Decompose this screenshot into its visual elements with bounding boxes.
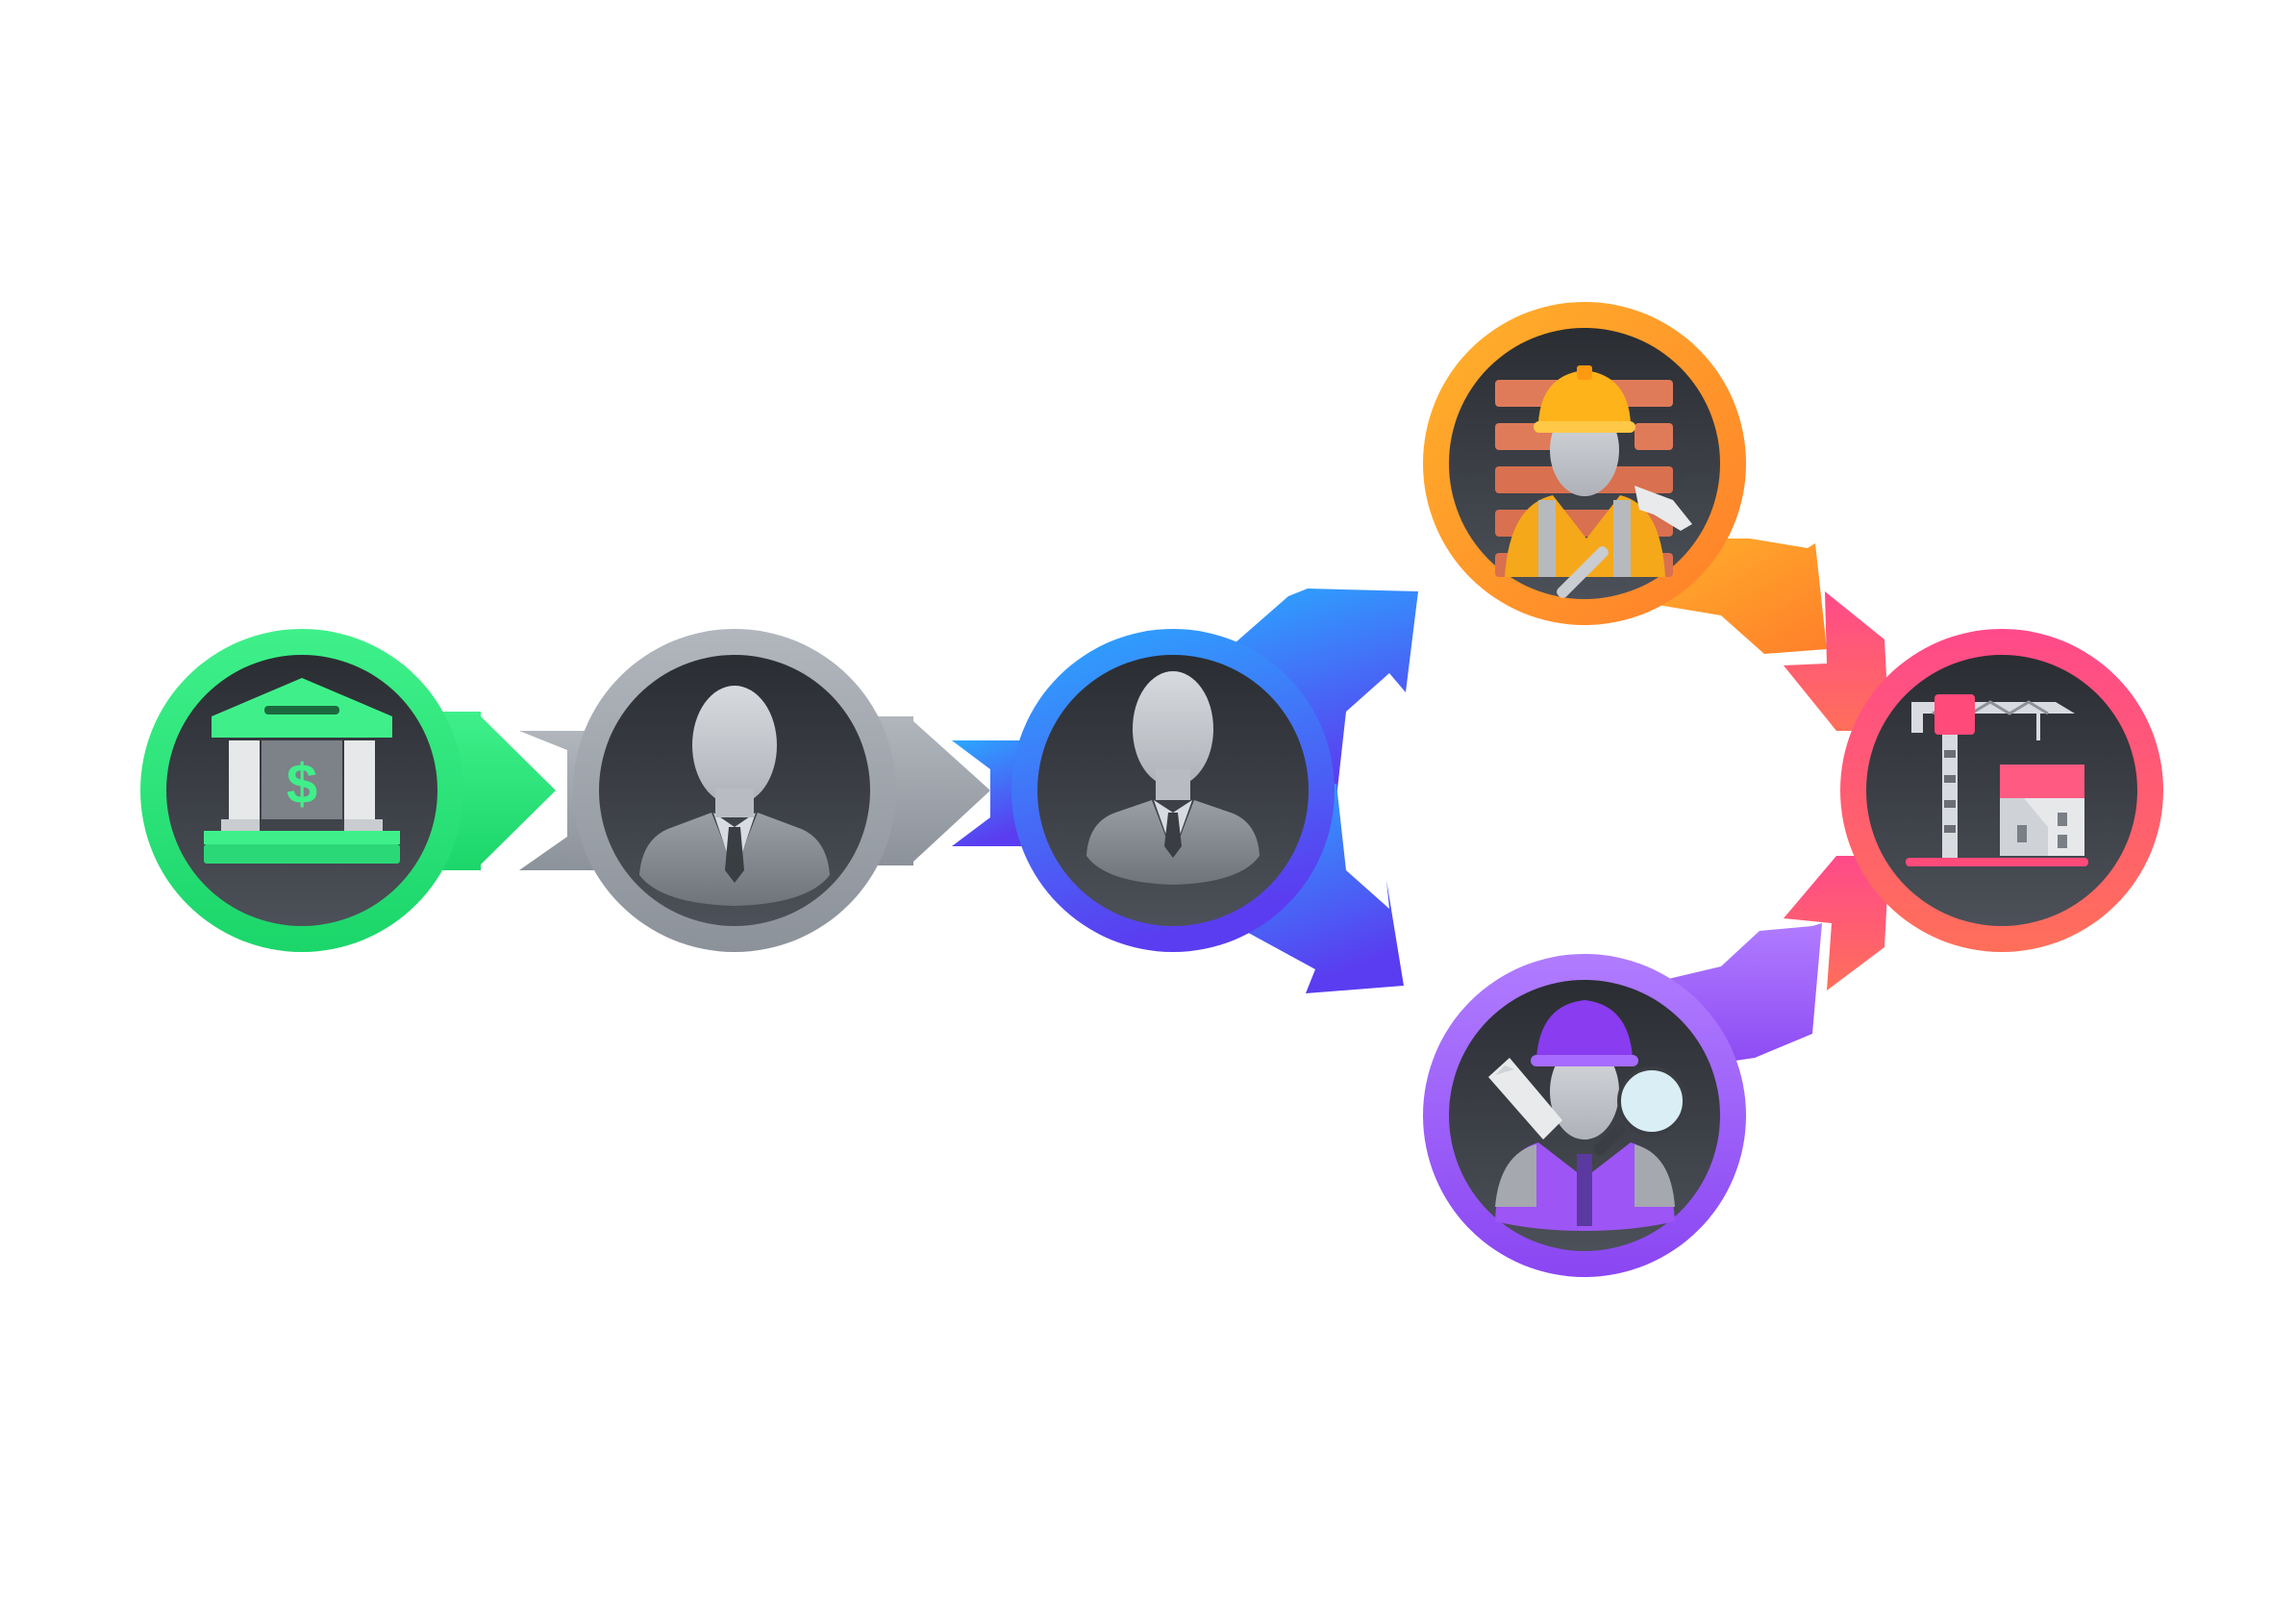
node-construction-site [1840, 629, 2163, 952]
node-person-1 [573, 629, 896, 952]
blueprint-roll-icon [1488, 1058, 1562, 1140]
engineer-inspector-icon [1488, 1000, 1686, 1231]
svg-text:$: $ [287, 753, 317, 815]
magnifier-icon [1593, 1066, 1686, 1156]
hammer-icon [1557, 486, 1692, 598]
bank-dollar-icon: $ [204, 678, 400, 864]
node-inspector [1423, 954, 1746, 1277]
construction-worker-brick-wall-icon [1495, 365, 1692, 598]
arrow-tail [1784, 591, 1889, 731]
crane-building-icon [1906, 694, 2088, 866]
businessman-icon [1086, 671, 1260, 885]
node-bank: $ [140, 629, 463, 952]
edge-person-2-to-person-2-tail [952, 740, 1034, 846]
node-person-2 [1011, 629, 1335, 952]
arrow-tail [1784, 856, 1889, 990]
arrow-tail [952, 740, 1034, 846]
businessman-icon [639, 686, 830, 906]
node-builder [1423, 302, 1746, 625]
